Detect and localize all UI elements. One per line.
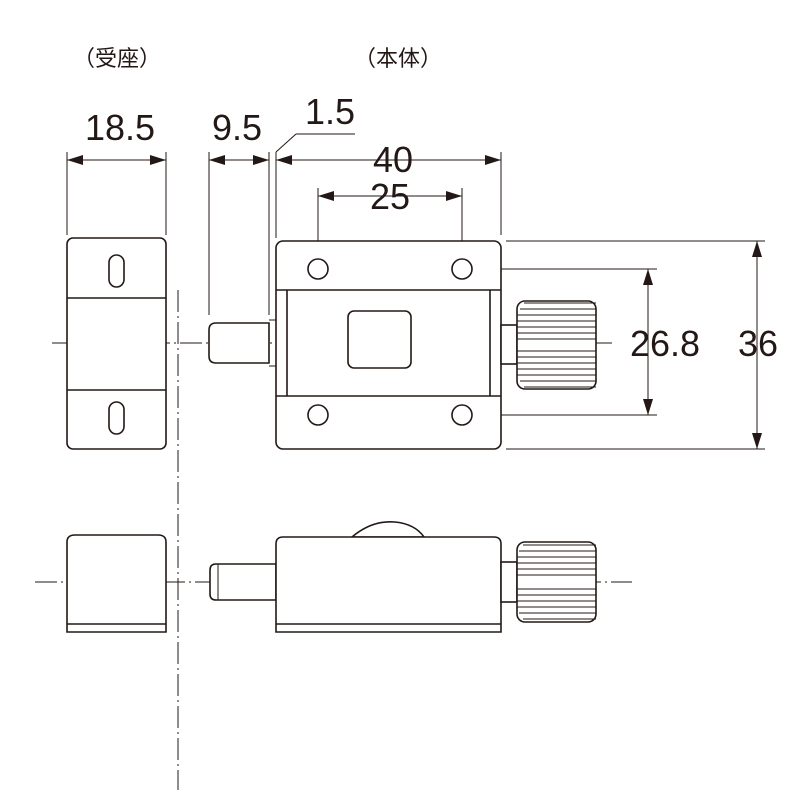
slide-knob-side — [349, 520, 426, 538]
knurled-knob-top-view — [500, 300, 597, 390]
receiver-slot-top — [108, 254, 125, 288]
receiver-slot-bottom — [108, 401, 125, 435]
mount-hole-bottom-left — [307, 404, 329, 426]
dim-bolt-extension — [208, 152, 270, 315]
receiver-top-view — [66, 237, 167, 450]
dim-bolt-step — [275, 133, 355, 238]
main-body-side-view — [275, 520, 502, 633]
bolt-top-view — [208, 319, 277, 367]
dim-receiver-width-label: 18.5 — [85, 107, 155, 148]
main-body-top-view — [275, 240, 502, 450]
bolt-side-view — [209, 563, 277, 601]
dim-body-height-label: 36 — [738, 323, 778, 364]
dim-receiver-width — [66, 152, 167, 235]
mount-hole-top-left — [307, 258, 329, 280]
dim-body-height — [506, 240, 765, 450]
mount-hole-top-right — [451, 258, 473, 280]
dim-bolt-extension-label: 9.5 — [212, 107, 262, 148]
mount-hole-bottom-right — [451, 404, 473, 426]
dim-bolt-step-label: 1.5 — [305, 91, 355, 132]
dim-hole-pitch-v-label: 26.8 — [630, 323, 700, 364]
receiver-label: （受座） — [73, 47, 161, 72]
dim-body-width — [276, 152, 502, 235]
knob-slot — [347, 310, 412, 369]
receiver-side-view — [66, 534, 167, 633]
knurled-knob-side-view — [500, 541, 597, 623]
body-label: （本体） — [354, 47, 442, 72]
